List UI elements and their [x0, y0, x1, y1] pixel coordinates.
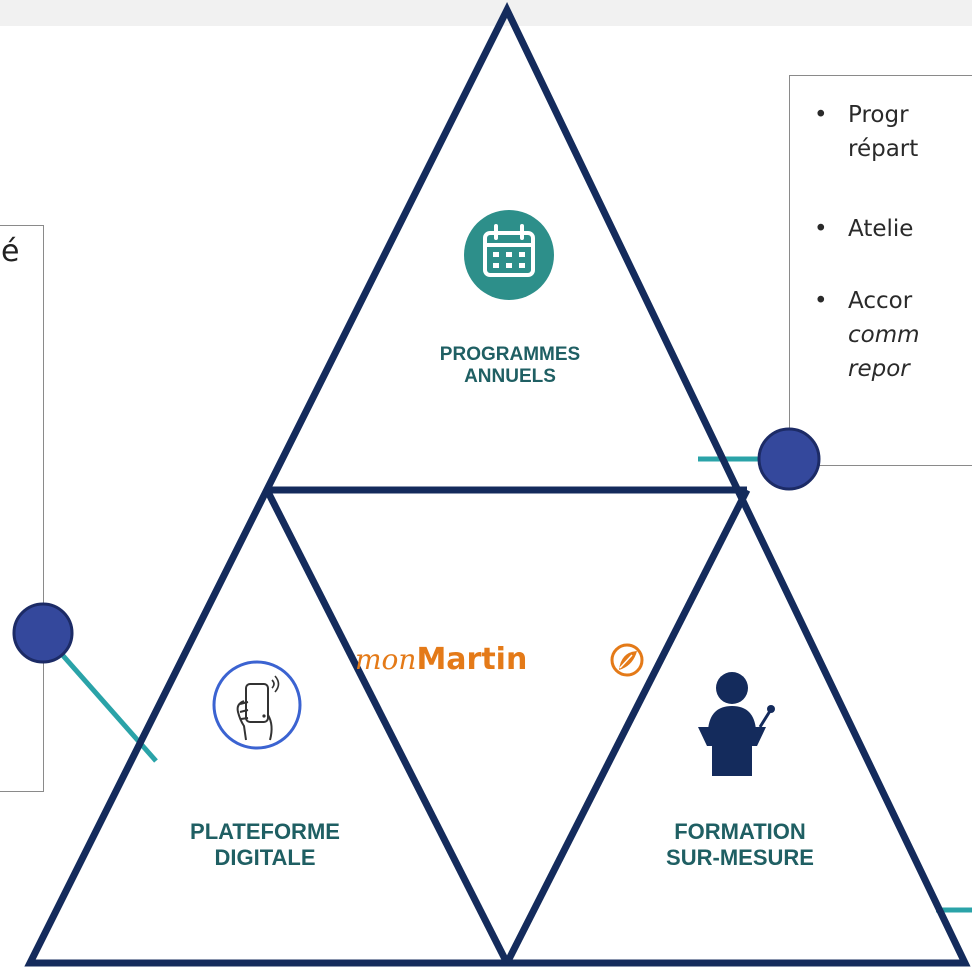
mon-martin-logo: monMartin	[355, 638, 655, 682]
section-label-programmes: PROGRAMMES ANNUELS	[439, 344, 581, 387]
callout-box-left: é	[0, 225, 44, 792]
logo-prefix: mon	[355, 643, 417, 676]
smartphone-hand-icon	[212, 660, 302, 750]
connector-node-left	[12, 602, 74, 664]
bullet-3-line-3: repor	[848, 356, 910, 382]
bullet-3-line-2: comm	[848, 322, 920, 348]
section-label-formation: FORMATION SUR-MESURE	[666, 819, 814, 870]
leaf-logo-icon	[610, 643, 644, 677]
divider-right	[503, 488, 751, 965]
section-label-plateforme: PLATEFORME DIGITALE	[190, 819, 340, 870]
bullet-3-line-1: Accor	[848, 288, 913, 314]
divider-left	[263, 488, 511, 965]
connector-node-right	[757, 427, 821, 491]
calendar-icon	[464, 210, 554, 300]
bullet-2-line-1: Atelie	[848, 216, 914, 242]
bullet-dot: •	[814, 288, 828, 314]
logo-name: Martin	[416, 642, 528, 677]
callout-left-text: é	[1, 234, 20, 269]
bullet-1-line-2: répart	[848, 136, 919, 162]
bullet-dot: •	[814, 216, 828, 242]
callout-box-right: • Progr répart • Atelie • Accor comm rep…	[789, 75, 972, 466]
top-band	[0, 0, 972, 26]
bullet-1-line-1: Progr	[848, 102, 909, 128]
bullet-dot: •	[814, 102, 828, 128]
speaker-podium-icon	[698, 672, 775, 776]
